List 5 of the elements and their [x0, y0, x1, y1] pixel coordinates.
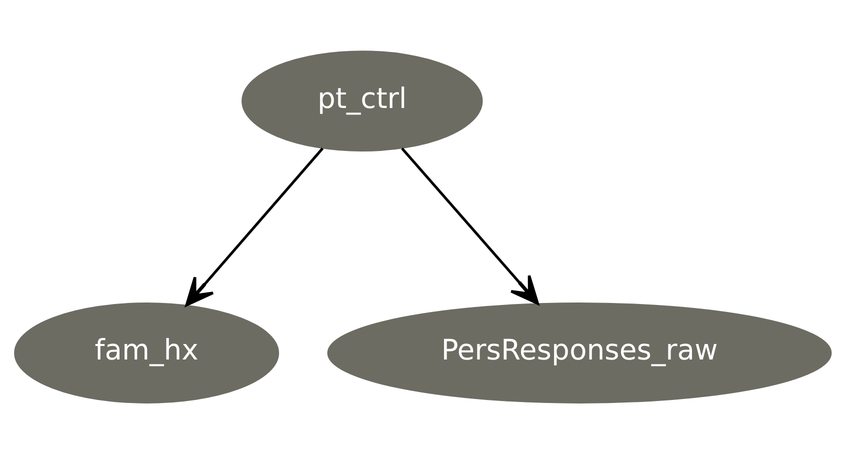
arrow — [401, 148, 539, 305]
arrow — [185, 148, 324, 306]
node-ellipse: PersResponses_raw — [327, 302, 832, 404]
node-ellipse: fam_hx — [14, 302, 280, 404]
node-ellipse: pt_ctrl — [242, 50, 483, 152]
